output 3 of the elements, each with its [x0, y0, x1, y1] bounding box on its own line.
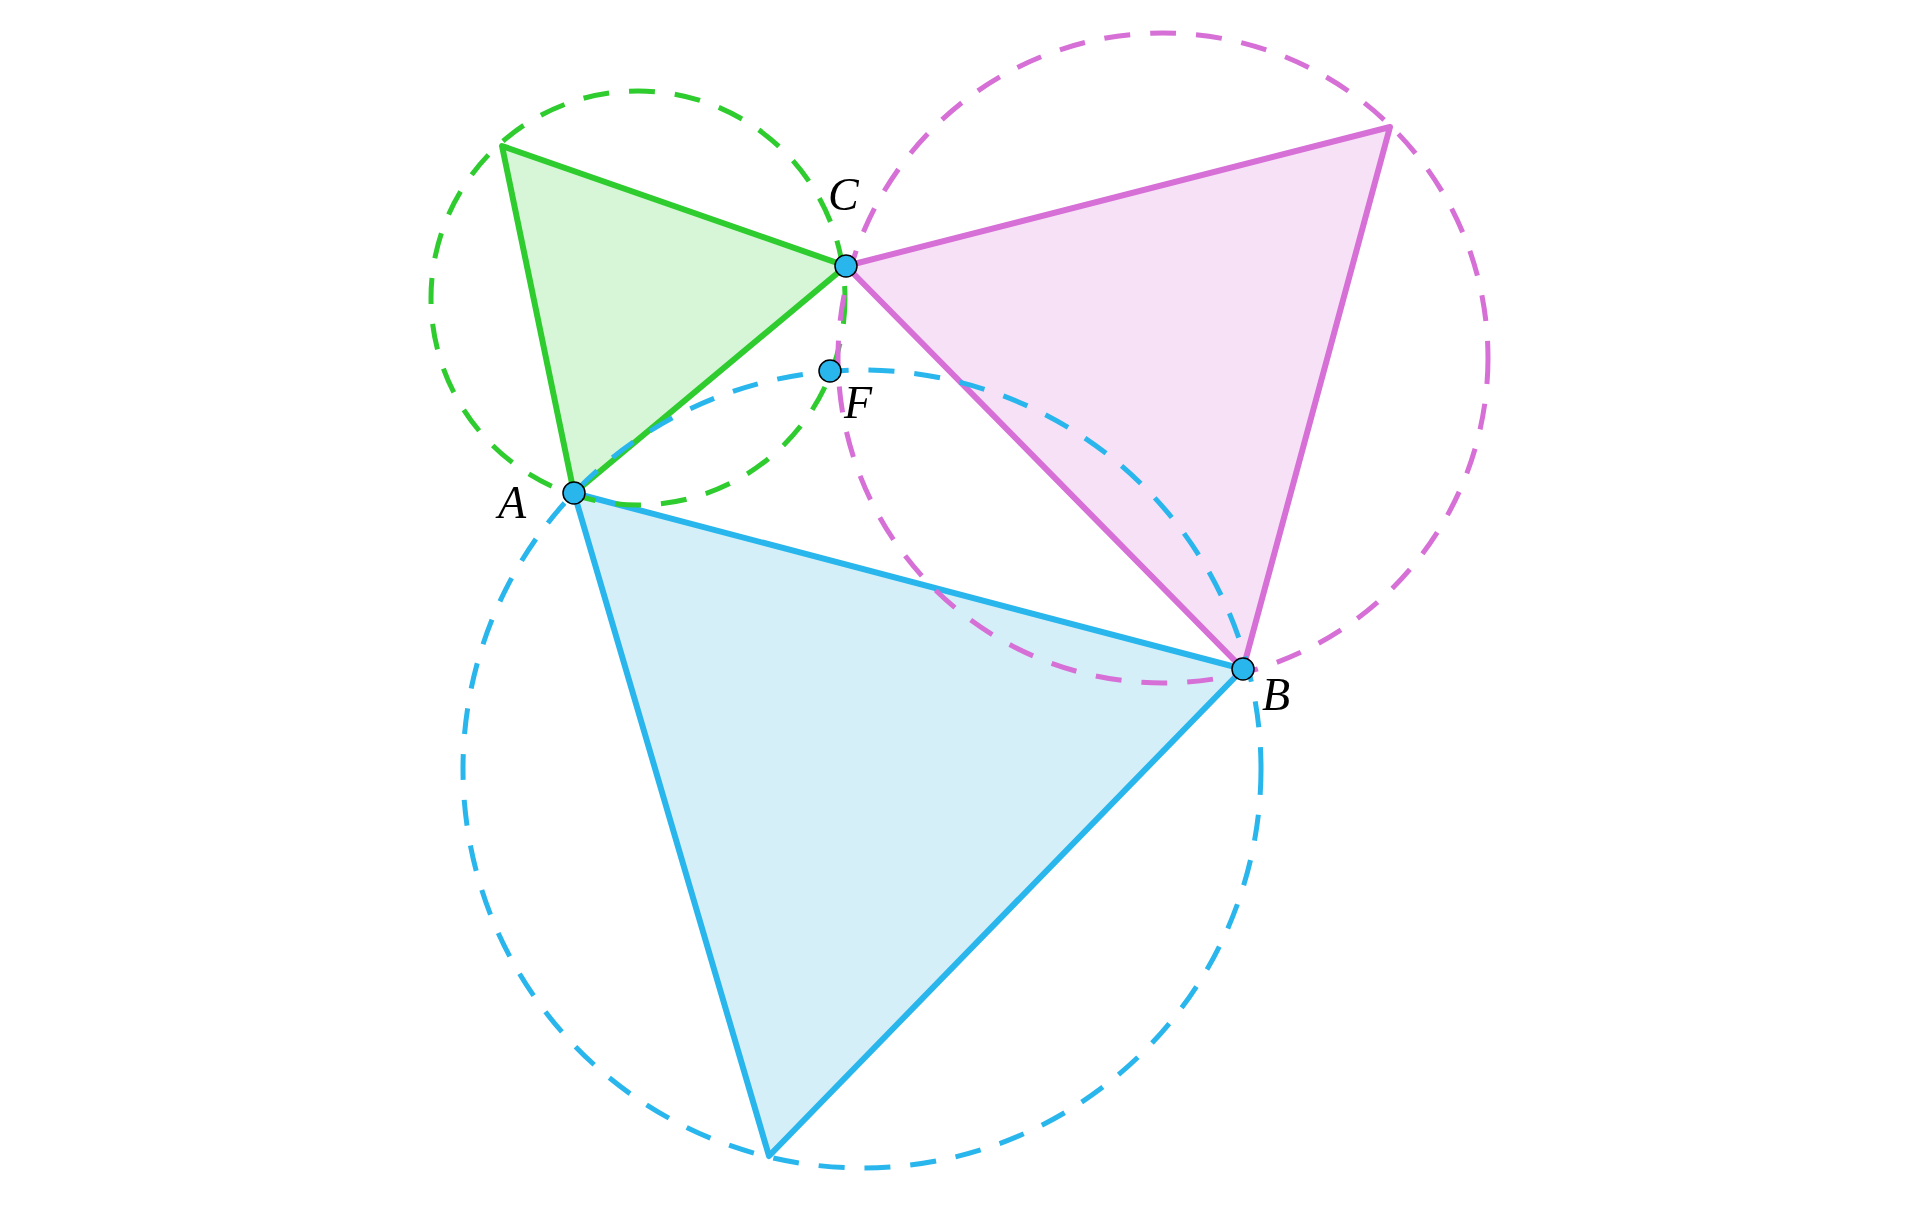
- point-label: B: [1262, 672, 1291, 718]
- point-label: F: [844, 380, 873, 426]
- point-label: C: [828, 172, 859, 218]
